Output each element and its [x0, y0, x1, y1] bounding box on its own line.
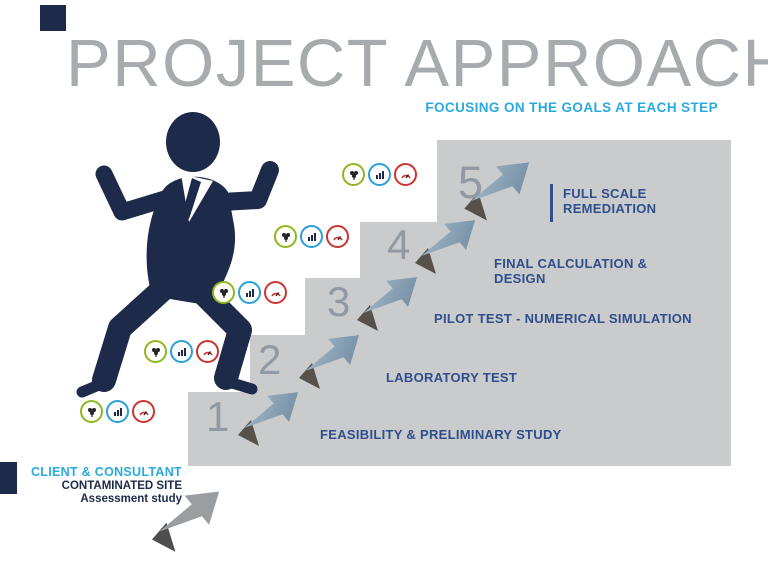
site-icon: [342, 163, 365, 186]
step-label-4: FINAL CALCULATION & DESIGN: [494, 256, 648, 287]
site-icon: [144, 340, 167, 363]
gauge-icon: [394, 163, 417, 186]
gauge-icon: [326, 225, 349, 248]
footer-line-2: Assessment study: [80, 493, 182, 505]
bar-chart-icon: [368, 163, 391, 186]
icon-trio-step-1: [80, 400, 155, 423]
gauge-icon: [132, 400, 155, 423]
step-label-5: FULL SCALE REMEDIATION: [563, 186, 657, 217]
icon-trio-step-5: [342, 163, 417, 186]
step-label-2: LABORATORY TEST: [386, 370, 518, 385]
step-label-3: PILOT TEST - NUMERICAL SIMULATION: [434, 311, 692, 326]
site-icon: [212, 281, 235, 304]
subtitle: FOCUSING ON THE GOALS AT EACH STEP: [425, 100, 718, 115]
gauge-icon: [196, 340, 219, 363]
bar-chart-icon: [300, 225, 323, 248]
site-icon: [80, 400, 103, 423]
icon-trio-step-3: [212, 281, 287, 304]
bar-chart-icon: [106, 400, 129, 423]
step-number-4: 4: [387, 221, 411, 268]
icon-trio-step-4: [274, 225, 349, 248]
step-number-3: 3: [327, 278, 351, 325]
footer-client-label: CLIENT & CONSULTANT: [30, 465, 182, 479]
label-separator: [550, 184, 553, 222]
staircase: [188, 140, 731, 466]
footer-line-1: CONTAMINATED SITE: [61, 480, 182, 492]
runner-silhouette: [76, 112, 279, 398]
page-title: PROJECT APPROACH: [66, 26, 768, 101]
step-number-1: 1: [206, 393, 230, 440]
bar-chart-icon: [238, 281, 261, 304]
step-number-5: 5: [458, 157, 484, 208]
footer-block: CLIENT & CONSULTANT CONTAMINATED SITE As…: [16, 464, 182, 506]
tie: [183, 178, 201, 219]
site-icon: [274, 225, 297, 248]
runner-head: [166, 112, 220, 172]
icon-trio-step-2: [144, 340, 219, 363]
step-label-1: FEASIBILITY & PRELIMINARY STUDY: [320, 427, 562, 442]
step-number-2: 2: [258, 336, 282, 383]
gauge-icon: [264, 281, 287, 304]
corner-square-bottom: [0, 462, 17, 494]
bar-chart-icon: [170, 340, 193, 363]
corner-square-top: [40, 5, 66, 31]
